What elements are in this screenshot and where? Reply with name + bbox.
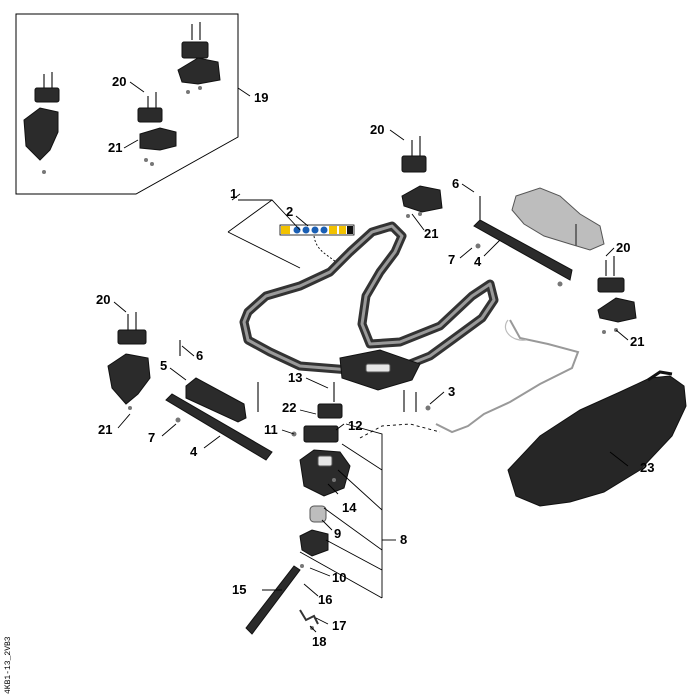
right-tube-icon <box>473 219 573 281</box>
upper-bracket-stack-icon <box>401 136 443 218</box>
left-bracket-stack-icon <box>107 312 151 410</box>
label-7-right: 7 <box>448 252 455 267</box>
label-4-left: 4 <box>190 444 198 459</box>
handlebar-frame-highlight <box>242 224 496 372</box>
label-20-top: 20 <box>370 122 384 137</box>
fuel-tank-icon <box>507 375 687 507</box>
label-3: 3 <box>448 384 455 399</box>
label-15: 15 <box>232 582 246 597</box>
label-18: 18 <box>312 634 326 649</box>
cable-icon <box>435 319 580 434</box>
label-19: 19 <box>254 90 268 105</box>
label-5: 5 <box>160 358 167 373</box>
left-tube-icon <box>165 393 273 461</box>
inset-box <box>15 13 239 195</box>
label-8: 8 <box>400 532 407 547</box>
handlebar-frame-icon <box>239 221 499 375</box>
label-7-left: 7 <box>148 430 155 445</box>
control-housing-icon <box>291 382 351 568</box>
label-13: 13 <box>288 370 302 385</box>
inset-brackets-icon <box>23 22 221 174</box>
right-bracket-stack-icon <box>597 256 637 334</box>
label-14: 14 <box>342 500 357 515</box>
label-21-top: 21 <box>424 226 438 241</box>
label-6-left: 6 <box>196 348 203 363</box>
label-10: 10 <box>332 570 346 585</box>
label-22: 22 <box>282 400 296 415</box>
throttle-housing-icon <box>511 187 605 251</box>
label-1: 1 <box>230 186 237 201</box>
part-number-labels: 1 2 3 4 4 5 6 6 7 7 8 9 10 11 12 13 14 1… <box>96 74 654 649</box>
label-4-right: 4 <box>474 254 482 269</box>
label-23: 23 <box>640 460 654 475</box>
label-17: 17 <box>332 618 346 633</box>
label-21-right: 21 <box>630 334 644 349</box>
warning-label-strip-icon <box>279 224 355 236</box>
label-16: 16 <box>318 592 332 607</box>
label-6-right: 6 <box>452 176 459 191</box>
label-12: 12 <box>348 418 362 433</box>
left-grip-icon <box>185 377 247 423</box>
clip-icon <box>299 609 319 625</box>
leader-lines <box>113 81 629 633</box>
label-9: 9 <box>334 526 341 541</box>
drawing-code: 4KB1-13_2VB3 <box>4 636 13 694</box>
label-2: 2 <box>286 204 293 219</box>
label-20-inset: 20 <box>112 74 126 89</box>
label-21-left: 21 <box>98 422 112 437</box>
label-11: 11 <box>264 422 278 437</box>
label-20-right: 20 <box>616 240 630 255</box>
label-20-left: 20 <box>96 292 110 307</box>
rod-icon <box>245 565 301 635</box>
label-21-inset: 21 <box>108 140 122 155</box>
